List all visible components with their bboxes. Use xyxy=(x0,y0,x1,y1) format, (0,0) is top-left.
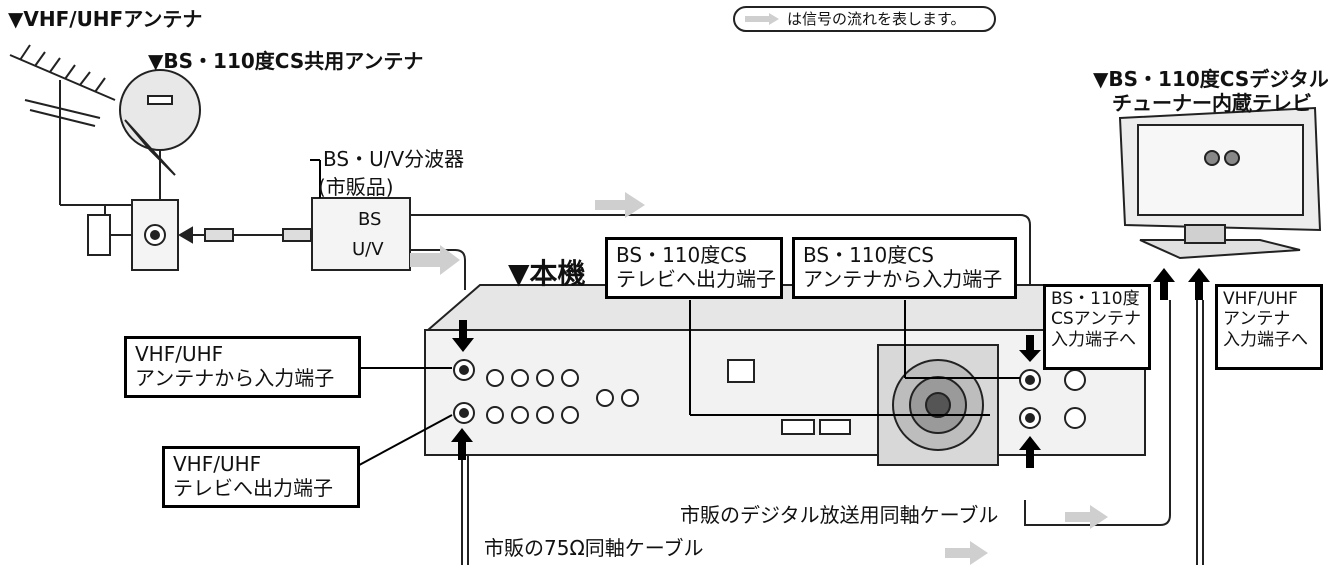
callout-tv-vhf-uhf-input-line2: アンテナ xyxy=(1223,309,1291,330)
recorder-drawing xyxy=(424,284,1147,466)
legend: は信号の流れを表します。 xyxy=(733,6,996,32)
callout-tv-bs-cs-input-line1: BS・110度 xyxy=(1051,289,1140,309)
wall-outlet-drawing xyxy=(87,199,179,271)
callout-tv-vhf-uhf-input-line1: VHF/UHF xyxy=(1223,289,1298,309)
callout-bs-cs-output-line2: テレビへ出力端子 xyxy=(616,267,776,291)
splitter-port-bs: BS xyxy=(358,209,382,230)
callout-tv-bs-cs-input-line2: CSアンテナ xyxy=(1051,309,1141,330)
callout-bs-cs-input-line1: BS・110度CS xyxy=(803,243,934,267)
callout-bs-cs-output-line1: BS・110度CS xyxy=(616,243,747,267)
bs-cs-dish-drawing xyxy=(119,69,201,205)
signal-flow-arrows xyxy=(410,192,1108,565)
callout-vhf-uhf-input-line2: アンテナから入力端子 xyxy=(135,366,335,390)
splitter-port-uv: U/V xyxy=(352,239,384,260)
callout-tv-bs-cs-input-line3: 入力端子へ xyxy=(1051,329,1136,350)
callout-tv-vhf-uhf-input: VHF/UHF アンテナ 入力端子へ xyxy=(1215,284,1323,370)
recorder-title: ▼本機 xyxy=(508,257,586,290)
tv-title-line1: ▼BS・110度CSデジタル xyxy=(1093,67,1328,91)
callout-vhf-uhf-input-line1: VHF/UHF xyxy=(135,342,224,366)
callout-vhf-uhf-input: VHF/UHF アンテナから入力端子 xyxy=(124,336,361,398)
digital-cable-label: 市販のデジタル放送用同軸ケーブル xyxy=(680,503,999,527)
flow-arrow-icon xyxy=(745,13,779,25)
vhf-uhf-antenna-label: ▼VHF/UHFアンテナ xyxy=(8,7,203,31)
tv-title-line2: チューナー内蔵テレビ xyxy=(1112,91,1312,115)
legend-text: は信号の流れを表します。 xyxy=(787,10,966,28)
callout-tv-bs-cs-input: BS・110度 CSアンテナ 入力端子へ xyxy=(1043,284,1151,370)
callout-vhf-uhf-output-line2: テレビへ出力端子 xyxy=(173,476,333,500)
splitter-body xyxy=(311,197,411,271)
callout-vhf-uhf-output-line1: VHF/UHF xyxy=(173,452,262,476)
ohm75-cable-label: 市販の75Ω同軸ケーブル xyxy=(484,536,704,560)
vhf-uhf-antenna-drawing xyxy=(9,44,160,206)
callout-vhf-uhf-output: VHF/UHF テレビへ出力端子 xyxy=(162,446,360,508)
bs-cs-antenna-label: ▼BS・110度CS共用アンテナ xyxy=(148,49,424,73)
callout-tv-vhf-uhf-input-line3: 入力端子へ xyxy=(1223,329,1308,350)
tv-drawing xyxy=(1118,106,1322,260)
callout-bs-cs-input-line2: アンテナから入力端子 xyxy=(803,267,1003,291)
splitter-title: BS・U/V分波器 xyxy=(323,147,465,171)
splitter-note: (市販品) xyxy=(318,175,394,199)
callout-bs-cs-input: BS・110度CS アンテナから入力端子 xyxy=(792,237,1017,299)
callout-bs-cs-output: BS・110度CS テレビへ出力端子 xyxy=(605,237,783,299)
